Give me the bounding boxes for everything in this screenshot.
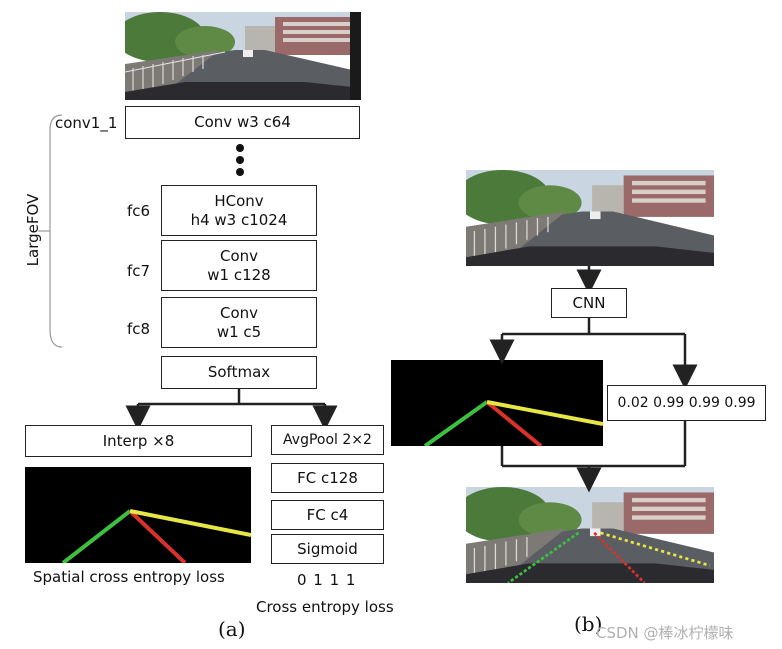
- red-lane-line: [128, 509, 187, 563]
- red-lane-line: [593, 531, 646, 583]
- cross-loss-label: Cross entropy loss: [256, 598, 394, 616]
- input-road-image-b: [466, 170, 714, 266]
- green-lane-line: [61, 509, 132, 563]
- road-photo: [466, 170, 714, 266]
- spatial-loss-label: Spatial cross entropy loss: [33, 568, 225, 586]
- avgpool-box: AvgPool 2×2: [271, 425, 384, 455]
- ellipsis-dot: [236, 156, 244, 164]
- yellow-lane-line: [600, 531, 711, 567]
- caption-a: (a): [218, 617, 246, 641]
- ellipsis-dot: [236, 144, 244, 152]
- input-road-image-a: [125, 12, 361, 100]
- yellow-lane-line: [486, 400, 603, 426]
- lane-probabilities-box: 0.02 0.99 0.99 0.99: [607, 385, 766, 421]
- lane-probability-map: [25, 467, 251, 563]
- hconv-box: HConv h4 w3 c1024: [161, 185, 317, 236]
- road-photo-with-lanes: [466, 487, 714, 583]
- conv-fc8-box: Conv w1 c5: [161, 297, 317, 348]
- yellow-lane-line: [129, 509, 251, 537]
- road-photo: [125, 12, 361, 100]
- layer-label-fc6: fc6: [127, 202, 151, 220]
- green-lane-line: [507, 531, 580, 583]
- caption-b: (b): [574, 612, 603, 636]
- largefov-bracket: [49, 114, 63, 348]
- fc-c4-box: FC c4: [271, 500, 384, 530]
- conv-w3-c64-box: Conv w3 c64: [125, 106, 360, 139]
- ellipsis-dot: [236, 168, 244, 176]
- layer-label-conv1: conv1_1: [55, 114, 118, 132]
- green-lane-line: [423, 400, 489, 446]
- interp-box: Interp ×8: [25, 425, 252, 457]
- largefov-label: LargeFOV: [24, 193, 42, 267]
- layer-label-fc7: fc7: [127, 262, 151, 280]
- watermark: CSDN @棒冰柠檬味: [596, 624, 734, 642]
- layer-label-fc8: fc8: [127, 320, 151, 338]
- conv-fc7-box: Conv w1 c128: [161, 240, 317, 291]
- existence-output: 0 1 1 1: [297, 571, 357, 589]
- output-road-image-b: [466, 487, 714, 583]
- fc-c128-box: FC c128: [271, 463, 384, 493]
- segmentation-map-a: [25, 467, 251, 563]
- sigmoid-box: Sigmoid: [271, 534, 384, 564]
- lane-probability-map: [391, 360, 603, 446]
- softmax-box: Softmax: [161, 356, 317, 389]
- cnn-box: CNN: [551, 288, 627, 318]
- segmentation-map-b: [391, 360, 603, 446]
- red-lane-line: [485, 400, 543, 446]
